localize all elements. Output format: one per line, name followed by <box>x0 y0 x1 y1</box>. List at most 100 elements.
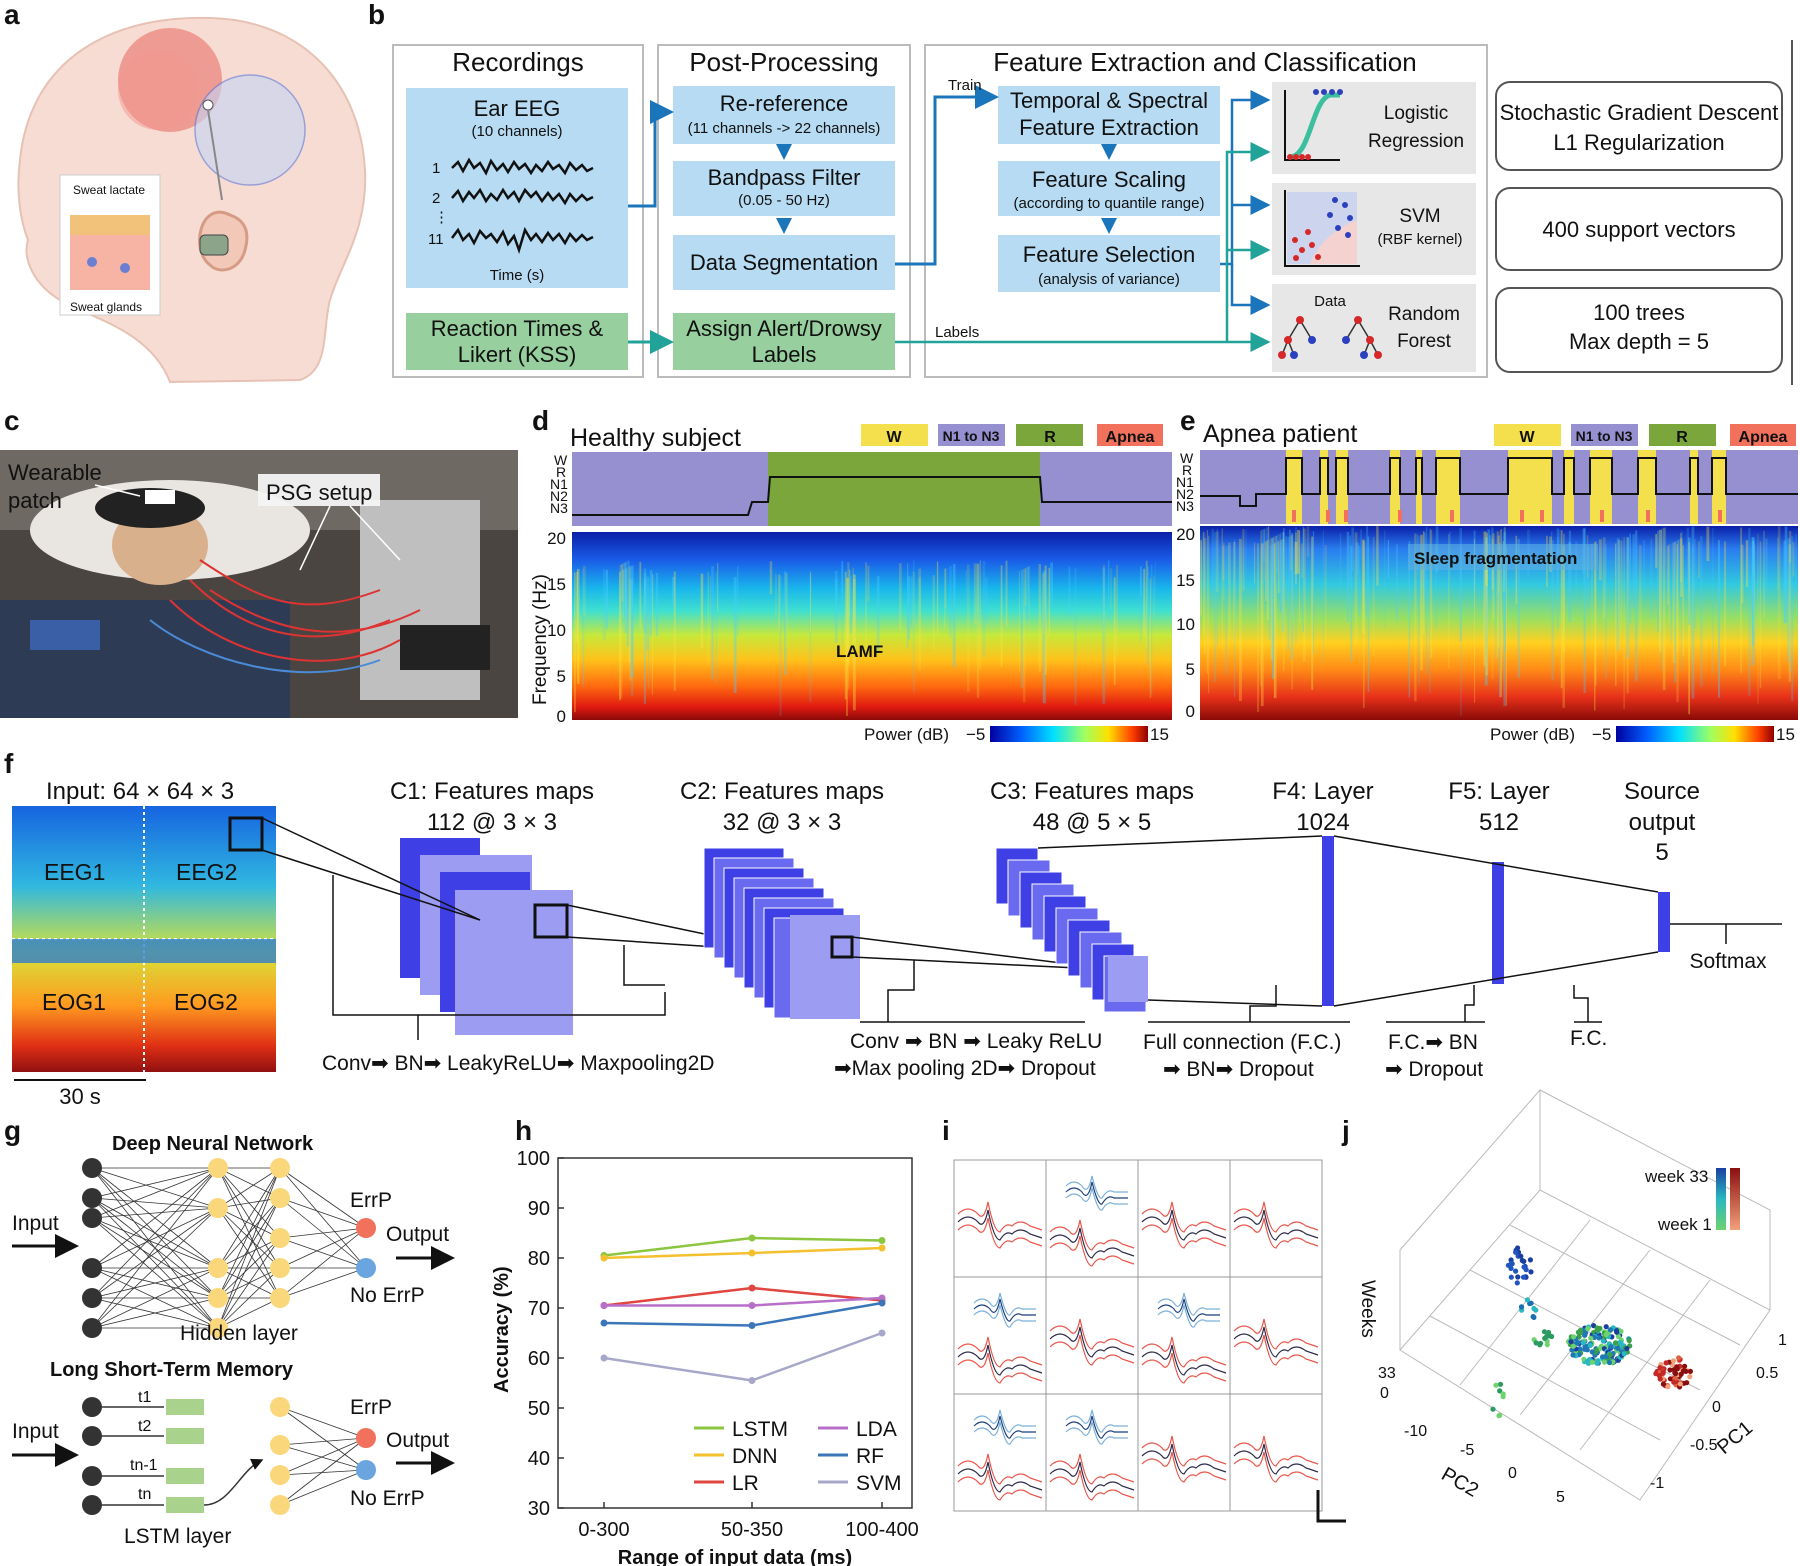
svm-label: SVM <box>1399 206 1440 227</box>
spectrogram-streak <box>850 575 852 634</box>
freq-tick-0: 0 <box>557 707 566 726</box>
spectrogram-streak <box>932 575 935 651</box>
dnn-errp-label: ErrP <box>350 1189 392 1212</box>
lstm-output-label: Output <box>386 1429 449 1452</box>
spectrogram-streak <box>1306 526 1310 557</box>
eeg-trace-2 <box>451 187 594 206</box>
waveform-trace <box>1049 1219 1135 1251</box>
pca-point <box>1571 1334 1577 1340</box>
spectrogram-streak <box>1276 535 1278 574</box>
assign-labels-box <box>673 313 895 370</box>
panel-d-freq-ticks: 20 15 10 5 0 <box>547 529 566 726</box>
pca-point <box>1600 1338 1606 1344</box>
output-layer <box>1658 892 1670 952</box>
lstm-cell <box>166 1468 204 1484</box>
waveform-trace-blue <box>973 1421 1036 1445</box>
spectrogram-streak <box>1264 528 1266 582</box>
ear-eeg-label: Ear EEG <box>474 96 561 121</box>
label-arrow-to-lr <box>1225 142 1271 342</box>
freq-tick-10: 10 <box>547 621 566 640</box>
c1-kernel <box>533 903 569 939</box>
waveform-trace-blue <box>1065 1175 1128 1199</box>
legend-rem <box>1016 424 1083 446</box>
spectrogram-streak <box>1022 569 1026 703</box>
c1-projection-1 <box>261 817 481 921</box>
pca-point <box>1607 1352 1613 1358</box>
lr-label-2: Regression <box>1368 131 1464 152</box>
freq-tick-0-e: 0 <box>1186 702 1195 721</box>
trees-box <box>1495 287 1783 373</box>
op-text-5: F.C. <box>1570 1027 1607 1050</box>
assign-label-2: Labels <box>752 342 817 367</box>
lstm-input-node <box>82 1397 102 1417</box>
dnn-edge <box>91 1207 219 1269</box>
spectrogram-streak <box>1591 543 1593 647</box>
spectrogram-streak <box>1741 544 1744 604</box>
pca-scatter <box>1490 1245 1693 1419</box>
spectrogram-streak <box>1150 564 1153 695</box>
pca-point <box>1574 1340 1581 1346</box>
dnn-input-node <box>82 1318 102 1338</box>
pca-point <box>1684 1380 1690 1386</box>
lstm-dense-edge <box>279 1437 367 1506</box>
spectrogram-streak <box>1414 533 1417 702</box>
reaction-label: Reaction Times & <box>431 316 604 341</box>
spectrogram-streak <box>944 568 946 628</box>
pc2-axis-label: PC2 <box>1438 1463 1483 1502</box>
data-point-lstm <box>748 1234 756 1242</box>
spectrogram-streak <box>1280 533 1282 613</box>
waveform-trace <box>1233 1326 1319 1358</box>
week33-label: week 33 <box>1644 1167 1708 1186</box>
spectrogram-streak <box>1262 529 1265 562</box>
panel-c: c Wearable patch PSG setup <box>0 405 518 718</box>
f4-subtitle: 1024 <box>1296 809 1349 836</box>
spectrogram-streak <box>1496 531 1499 659</box>
spectrogram-streak <box>1264 541 1268 601</box>
dnn-edge <box>91 1207 219 1219</box>
waveform-trace <box>1049 1334 1135 1366</box>
psg-pointer-2 <box>349 505 401 561</box>
lstm-hidden-node <box>270 1397 290 1417</box>
temporal-box <box>998 86 1220 144</box>
dnn-edge <box>217 1207 281 1239</box>
spectrogram-streak <box>1153 576 1155 616</box>
spectrogram-streak <box>1277 541 1279 593</box>
dnn-edge <box>91 1197 219 1329</box>
sv-box <box>1495 187 1783 271</box>
stage-r: R <box>556 464 566 480</box>
c2-title: C2: Features maps <box>680 778 884 805</box>
rf-data-label: Data <box>1314 293 1346 310</box>
spectrogram-streak <box>1108 560 1110 621</box>
dnn-hidden-node <box>270 1228 290 1248</box>
spectrogram-streak <box>602 569 606 641</box>
wearable-label-2: patch <box>8 488 62 513</box>
spectrogram-streak <box>1038 564 1041 672</box>
panel-letter-e: e <box>1180 405 1196 436</box>
spectrogram-streak <box>1434 545 1438 628</box>
op-bracket-1b <box>623 945 665 986</box>
hypnogram-apnea-event <box>1646 510 1650 522</box>
dnn-hidden-node <box>208 1158 228 1178</box>
spectrogram-streak <box>1724 541 1727 667</box>
dense-line-4 <box>1333 951 1659 1007</box>
spectrogram-streak <box>648 577 650 689</box>
legend-apnea <box>1097 424 1163 446</box>
data-point-lda <box>600 1302 608 1309</box>
spectrogram-streak <box>1676 540 1679 703</box>
spectrogram-streak <box>1110 568 1112 610</box>
c3-subtitle: 48 @ 5 × 5 <box>1033 809 1151 836</box>
spectrogram-streak <box>1044 565 1047 675</box>
spectrogram-streak <box>1495 545 1498 659</box>
y-tick-label: 70 <box>528 1298 550 1320</box>
spectrogram-streak <box>1429 529 1433 658</box>
waveform-trace-blue <box>973 1298 1036 1322</box>
ear-eeg-box <box>406 88 628 288</box>
pca-point <box>1537 1342 1543 1348</box>
spectrogram-streak <box>1000 565 1003 667</box>
spectrogram-streak <box>1279 540 1282 613</box>
spectrogram-streak <box>1751 537 1755 646</box>
skin-layer-top <box>70 215 150 235</box>
c3-feature-map-front <box>1108 956 1148 1002</box>
spectrogram-streak <box>649 570 653 637</box>
